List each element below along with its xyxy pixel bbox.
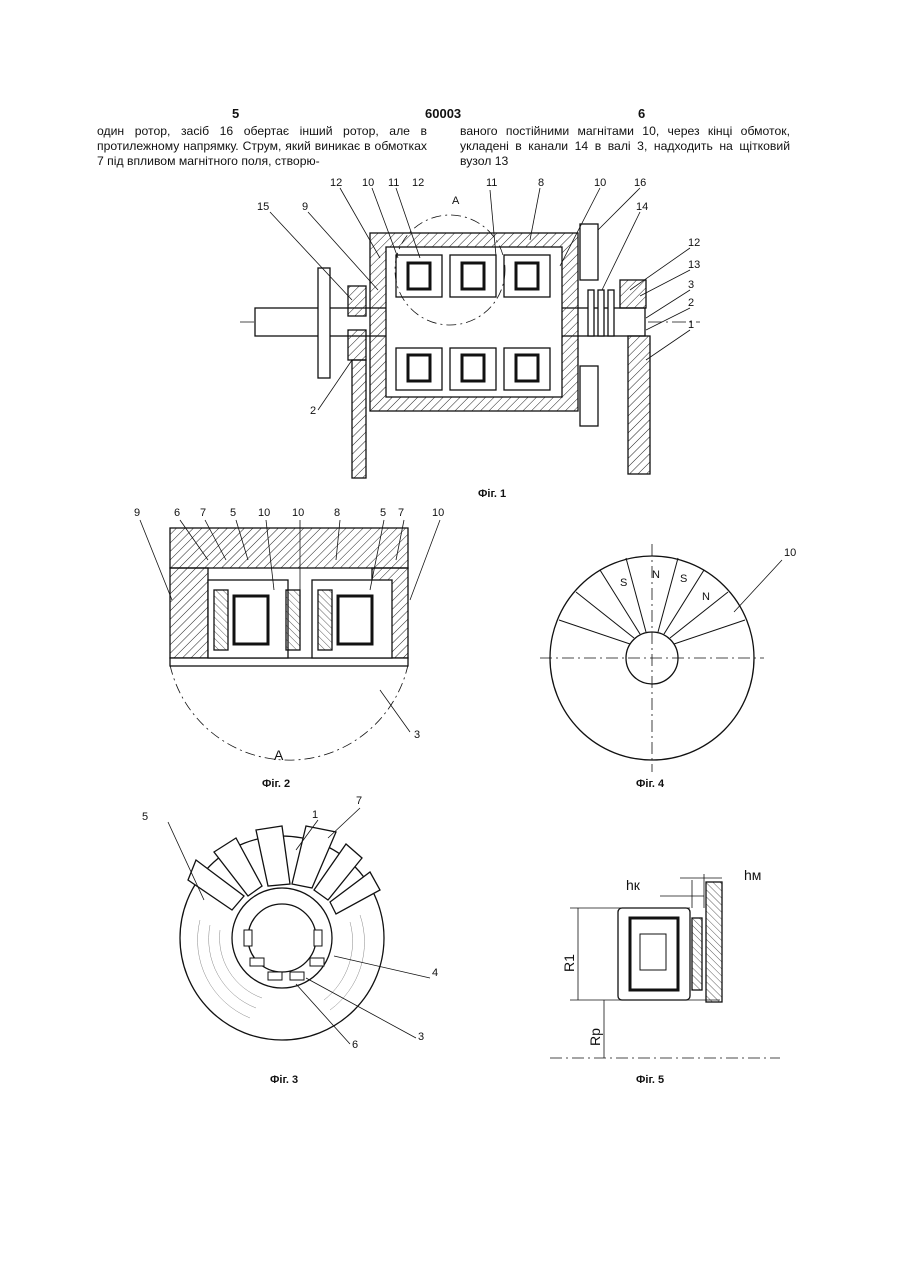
fig1-label-16: 16 [634, 177, 646, 189]
figure-4 [540, 544, 782, 772]
fig1-label-9: 9 [302, 201, 308, 213]
fig2-label-7b: 7 [398, 507, 404, 519]
fig3-label-5: 5 [142, 811, 148, 823]
fig1-label-2: 2 [688, 297, 694, 309]
fig3-caption: Фіг. 3 [270, 1074, 298, 1086]
fig1-detail-a: A [452, 195, 460, 207]
fig4-pole-n2: N [702, 591, 710, 603]
fig5-label-r1: R1 [561, 954, 577, 972]
fig3-label-4: 4 [432, 967, 438, 979]
fig3-label-3: 3 [418, 1031, 424, 1043]
fig1-label-12: 12 [330, 177, 342, 189]
fig1-label-12c: 12 [688, 237, 700, 249]
fig2-caption: Фіг. 2 [262, 778, 290, 790]
figure-2 [140, 520, 440, 760]
fig2-label-3: 3 [414, 729, 420, 741]
fig2-label-5b: 5 [380, 507, 386, 519]
fig2-label-9: 9 [134, 507, 140, 519]
figure-3 [168, 808, 430, 1044]
fig4-pole-s: S [620, 577, 627, 589]
fig2-label-10c: 10 [432, 507, 444, 519]
fig2-label-10: 10 [258, 507, 270, 519]
fig2-label-5: 5 [230, 507, 236, 519]
fig3-label-1: 1 [312, 809, 318, 821]
fig2-detail-a: A [274, 747, 284, 763]
fig5-label-hm: hм [744, 867, 761, 883]
fig1-label-10: 10 [362, 177, 374, 189]
fig1-label-3: 3 [688, 279, 694, 291]
fig1-label-15: 15 [257, 201, 269, 213]
fig4-pole-s2: S [680, 573, 687, 585]
fig5-caption: Фіг. 5 [636, 1074, 664, 1086]
fig5-label-hk: hк [626, 877, 641, 893]
fig3-label-7: 7 [356, 795, 362, 807]
figure-5 [550, 874, 780, 1058]
fig2-label-10b: 10 [292, 507, 304, 519]
fig1-label-8: 8 [538, 177, 544, 189]
fig2-label-8: 8 [334, 507, 340, 519]
fig1-label-14: 14 [636, 201, 648, 213]
fig1-label-10b: 10 [594, 177, 606, 189]
fig5-label-rp: Rp [587, 1028, 603, 1046]
fig2-label-6: 6 [174, 507, 180, 519]
fig1-label-12b: 12 [412, 177, 424, 189]
figure-1 [240, 188, 700, 478]
fig4-pole-n: N [652, 569, 660, 581]
fig1-label-11: 11 [388, 177, 399, 189]
fig1-label-2b: 2 [310, 405, 316, 417]
fig4-label-10: 10 [784, 547, 796, 559]
fig3-label-6: 6 [352, 1039, 358, 1051]
fig1-label-11b: 11 [486, 177, 497, 189]
fig1-label-1: 1 [688, 319, 694, 331]
fig1-label-13: 13 [688, 259, 700, 271]
fig4-caption: Фіг. 4 [636, 778, 664, 790]
fig1-caption: Фіг. 1 [478, 488, 506, 500]
fig2-label-7: 7 [200, 507, 206, 519]
